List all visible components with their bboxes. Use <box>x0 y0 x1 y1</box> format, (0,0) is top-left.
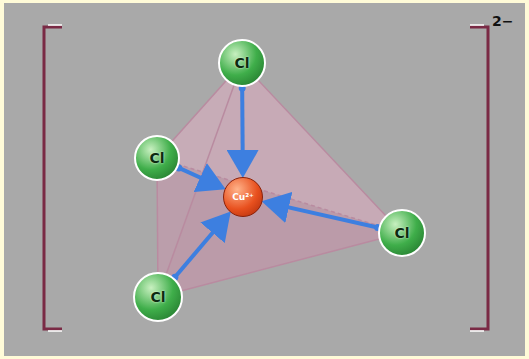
charge-label: 2− <box>492 13 513 29</box>
coordinate-bond-arrow <box>265 202 377 227</box>
coordinate-bond-arrow <box>240 88 245 174</box>
coordinate-bond-arrow <box>175 215 228 278</box>
atom-symbol: Cl <box>150 289 165 305</box>
background-panel: ClClCu²⁺ClCl2− <box>4 3 525 356</box>
copper-ion: Cu²⁺ <box>223 177 263 217</box>
bracket <box>44 25 488 331</box>
chloride-ligand: Cl <box>134 135 180 181</box>
chloride-ligand: Cl <box>133 272 183 322</box>
chloride-ligand: Cl <box>378 209 426 257</box>
coordinate-bond-arrow <box>179 168 222 188</box>
atom-symbol: Cl <box>149 150 164 166</box>
ion-symbol: Cu²⁺ <box>232 192 254 202</box>
atom-symbol: Cl <box>394 225 409 241</box>
atom-symbol: Cl <box>234 55 249 71</box>
chloride-ligand: Cl <box>218 39 266 87</box>
